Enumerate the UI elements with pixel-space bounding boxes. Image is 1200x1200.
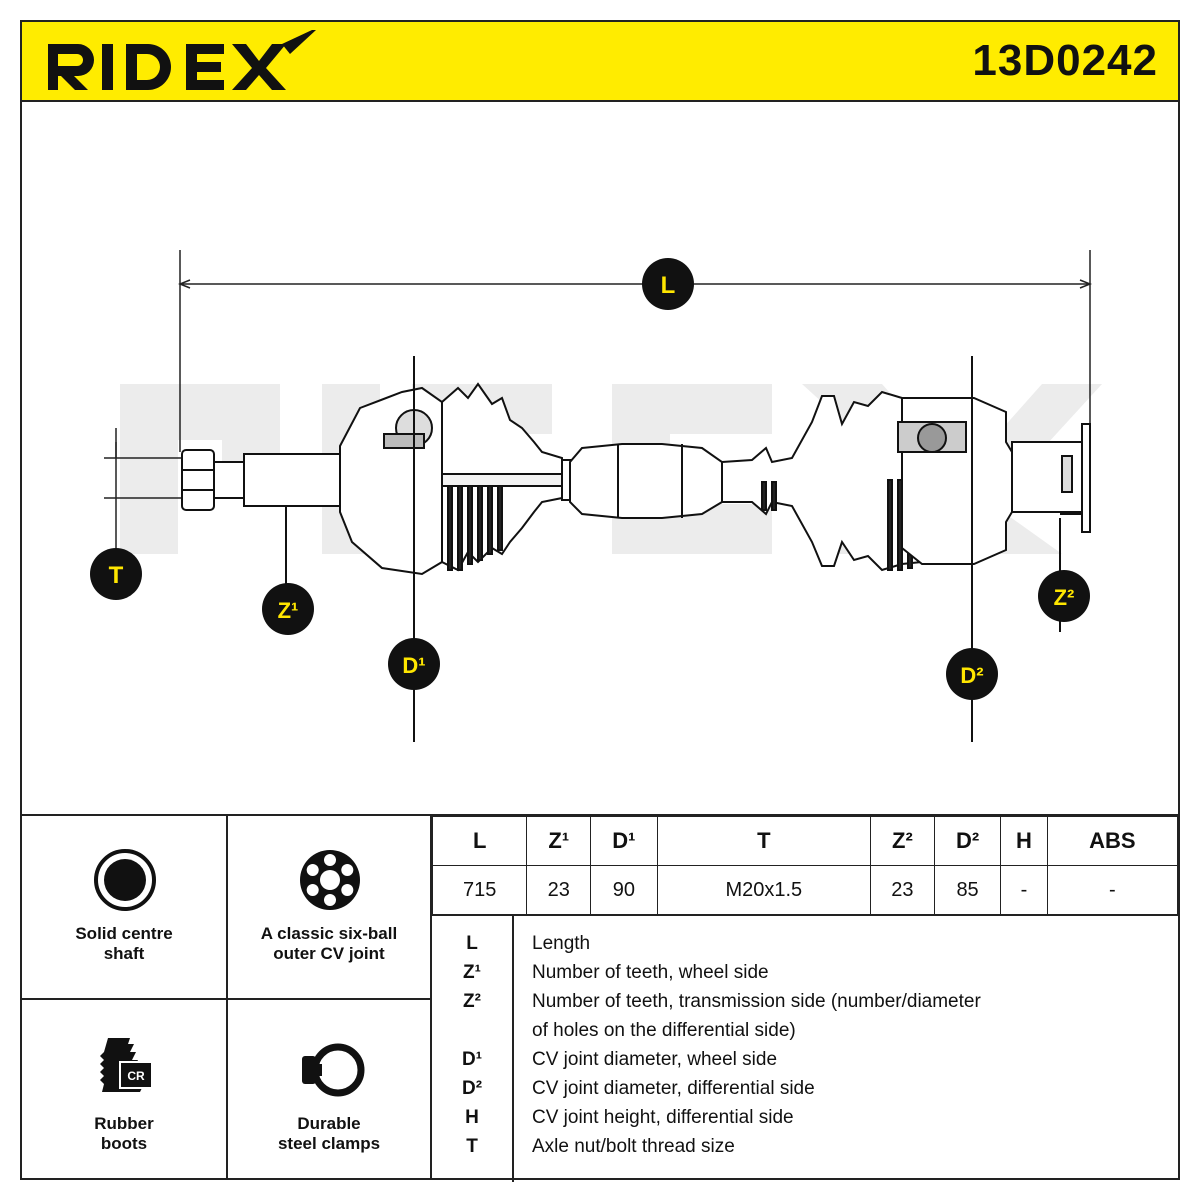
svg-text:L: L (661, 272, 676, 299)
legend-text: of holes on the differential side) (532, 1020, 796, 1041)
legend-key: Z² (463, 991, 481, 1012)
spec-header: D² (933, 816, 1002, 866)
spec-header: Z² (870, 816, 935, 866)
spec-header: H (1000, 816, 1048, 866)
spec-header: Z¹ (526, 816, 592, 866)
drive-shaft-diagram: L T Z¹ D¹ D² (22, 102, 1178, 814)
six-ball-joint-icon (300, 850, 360, 910)
legend-text: CV joint diameter, wheel side (532, 1049, 778, 1070)
legend-key: D¹ (461, 1049, 483, 1070)
part-number: 13D0242 (972, 36, 1158, 85)
spec-header: ABS (1046, 816, 1179, 866)
spec-value: 23 (526, 865, 592, 915)
legend-text: Number of teeth, wheel side (532, 962, 769, 983)
spec-value: - (1046, 865, 1179, 915)
legend-key: H (465, 1107, 479, 1128)
shaft-drawing (181, 356, 1091, 742)
spec-value: 85 (933, 865, 1002, 915)
legend-text: Number of teeth, transmission side (numb… (532, 991, 981, 1012)
svg-text:D¹: D¹ (402, 653, 425, 678)
legend-text: Length (532, 933, 591, 954)
callout-D2: D² (946, 648, 998, 700)
spec-header: T (656, 816, 872, 866)
callout-T: T (90, 548, 142, 600)
spec-value: 715 (431, 865, 528, 915)
spec-value: - (1000, 865, 1048, 915)
spec-header: D¹ (590, 816, 658, 866)
legend-text: CV joint diameter, differential side (532, 1078, 815, 1099)
svg-text:T: T (109, 562, 124, 589)
legend: L Length Z¹ Number of teeth, wheel side … (432, 914, 1178, 1182)
legend-key: T (466, 1136, 478, 1157)
spec-value: 23 (870, 865, 935, 915)
rubber-boot-icon: CR (100, 1038, 153, 1092)
spec-header: L (431, 816, 528, 866)
spec-value: M20x1.5 (656, 865, 872, 915)
datasheet-frame: 13D0242 (20, 20, 1180, 1182)
svg-text:CR: CR (127, 1069, 145, 1083)
svg-text:Z¹: Z¹ (278, 598, 299, 623)
spec-panel: L Z¹ D¹ T Z² D² H ABS 715 23 90 M20x1.5 … (431, 816, 1179, 1182)
header-bar: 13D0242 (22, 22, 1178, 102)
legend-text: CV joint height, differential side (532, 1107, 794, 1128)
spec-table: L Z¹ D¹ T Z² D² H ABS 715 23 90 M20x1.5 … (431, 816, 1179, 915)
solid-shaft-icon (94, 849, 156, 911)
legend-key: L (466, 933, 478, 954)
legend-key: D² (461, 1078, 483, 1099)
callout-D1: D¹ (388, 638, 440, 690)
steel-clamp-icon (302, 1043, 365, 1097)
brand-logo (46, 30, 316, 97)
spec-value: 90 (590, 865, 658, 915)
spec-value-row: 715 23 90 M20x1.5 23 85 - - (431, 865, 1179, 915)
svg-text:Z²: Z² (1054, 585, 1075, 610)
svg-text:D²: D² (960, 663, 983, 688)
legend-key: Z¹ (463, 962, 481, 983)
callout-L: L (642, 258, 694, 310)
legend-text: Axle nut/bolt thread size (532, 1136, 735, 1157)
legend-key-column (432, 916, 514, 1182)
callout-Z1: Z¹ (262, 583, 314, 635)
spec-header-row: L Z¹ D¹ T Z² D² H ABS (431, 816, 1179, 866)
callout-Z2: Z² (1038, 570, 1090, 622)
